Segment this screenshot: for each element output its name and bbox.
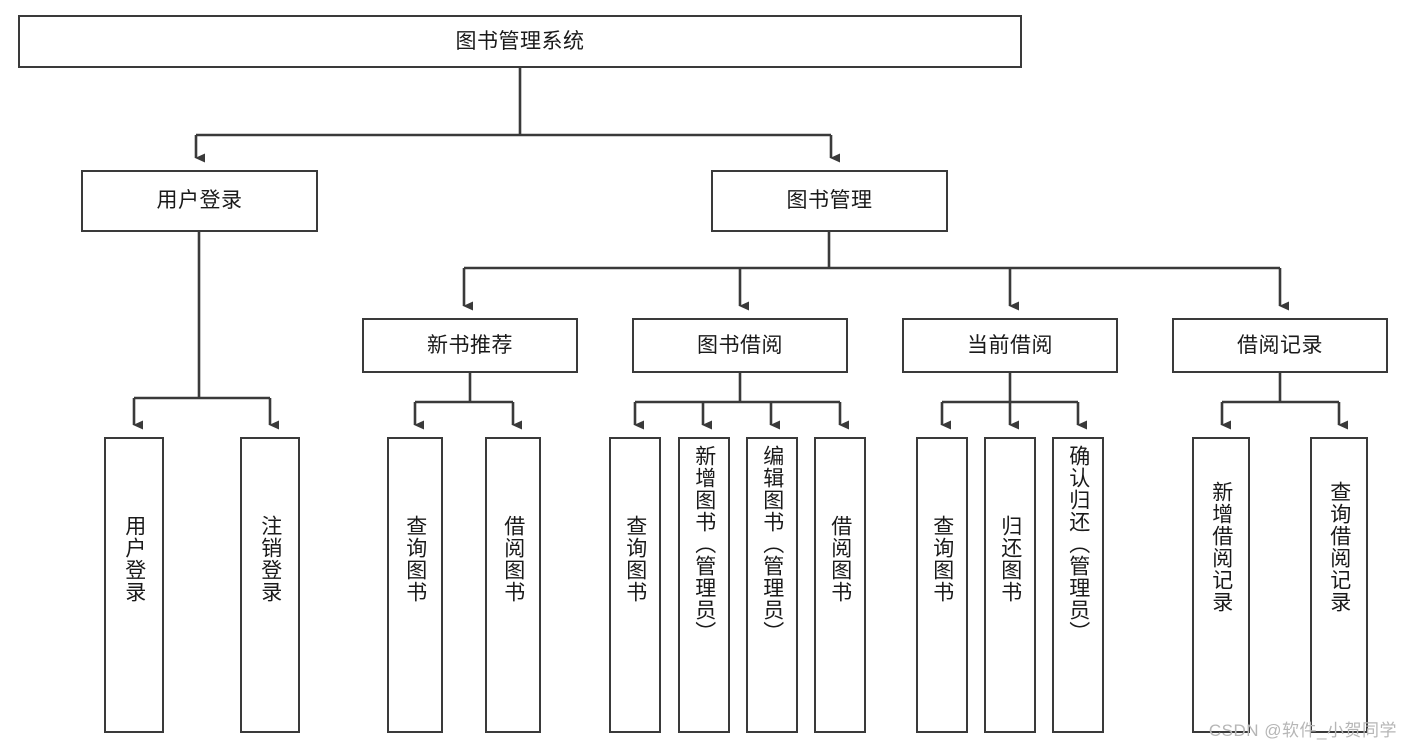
node-label: 当前借阅 (967, 333, 1053, 357)
node-borrow-record[interactable]: 借阅记录 (1172, 318, 1388, 373)
node-label: 借阅记录 (1237, 333, 1323, 357)
node-label: 借阅图书 (501, 515, 525, 603)
node-leaf-query-borrow-record[interactable]: 查询借阅记录 (1310, 437, 1368, 733)
node-leaf-user-logout[interactable]: 注销登录 (240, 437, 300, 733)
node-label: 注销登录 (258, 515, 282, 603)
csdn-watermark: CSDN @软件_小贺同学 (1208, 721, 1397, 740)
node-current-borrow[interactable]: 当前借阅 (902, 318, 1118, 373)
node-root-system[interactable]: 图书管理系统 (18, 15, 1022, 68)
node-leaf-user-login[interactable]: 用户登录 (104, 437, 164, 733)
node-leaf-borrow-book-borrow[interactable]: 借阅图书 (814, 437, 866, 733)
node-leaf-query-book-current[interactable]: 查询图书 (916, 437, 968, 733)
node-leaf-edit-book-admin[interactable]: 编辑图书（管理员） (746, 437, 798, 733)
node-leaf-add-book-admin[interactable]: 新增图书（管理员） (678, 437, 730, 733)
node-label: 图书借阅 (697, 333, 783, 357)
node-leaf-query-book-rec[interactable]: 查询图书 (387, 437, 443, 733)
node-label: 用户登录 (156, 189, 243, 213)
node-label: 查询图书 (930, 515, 954, 603)
node-leaf-query-book-borrow[interactable]: 查询图书 (609, 437, 661, 733)
node-leaf-confirm-return-admin[interactable]: 确认归还（管理员） (1052, 437, 1104, 733)
node-label: 查询图书 (403, 515, 427, 603)
node-book-borrow[interactable]: 图书借阅 (632, 318, 848, 373)
node-new-book-recommend[interactable]: 新书推荐 (362, 318, 578, 373)
node-label: 查询图书 (623, 515, 647, 603)
node-label: 借阅图书 (828, 515, 852, 603)
node-label: 新书推荐 (427, 333, 513, 357)
node-label: 归还图书 (998, 515, 1022, 603)
node-label: 用户登录 (122, 515, 146, 603)
node-label: 新增图书（管理员） (692, 445, 716, 643)
node-leaf-borrow-book-rec[interactable]: 借阅图书 (485, 437, 541, 733)
node-leaf-add-borrow-record[interactable]: 新增借阅记录 (1192, 437, 1250, 733)
node-leaf-return-book[interactable]: 归还图书 (984, 437, 1036, 733)
node-book-manage[interactable]: 图书管理 (711, 170, 948, 232)
node-label: 编辑图书（管理员） (760, 445, 784, 643)
node-label: 图书管理 (786, 189, 873, 213)
node-user-login[interactable]: 用户登录 (81, 170, 318, 232)
node-label: 图书管理系统 (455, 29, 585, 53)
node-label: 确认归还（管理员） (1066, 445, 1090, 643)
node-label: 查询借阅记录 (1327, 481, 1351, 613)
node-label: 新增借阅记录 (1209, 481, 1233, 613)
